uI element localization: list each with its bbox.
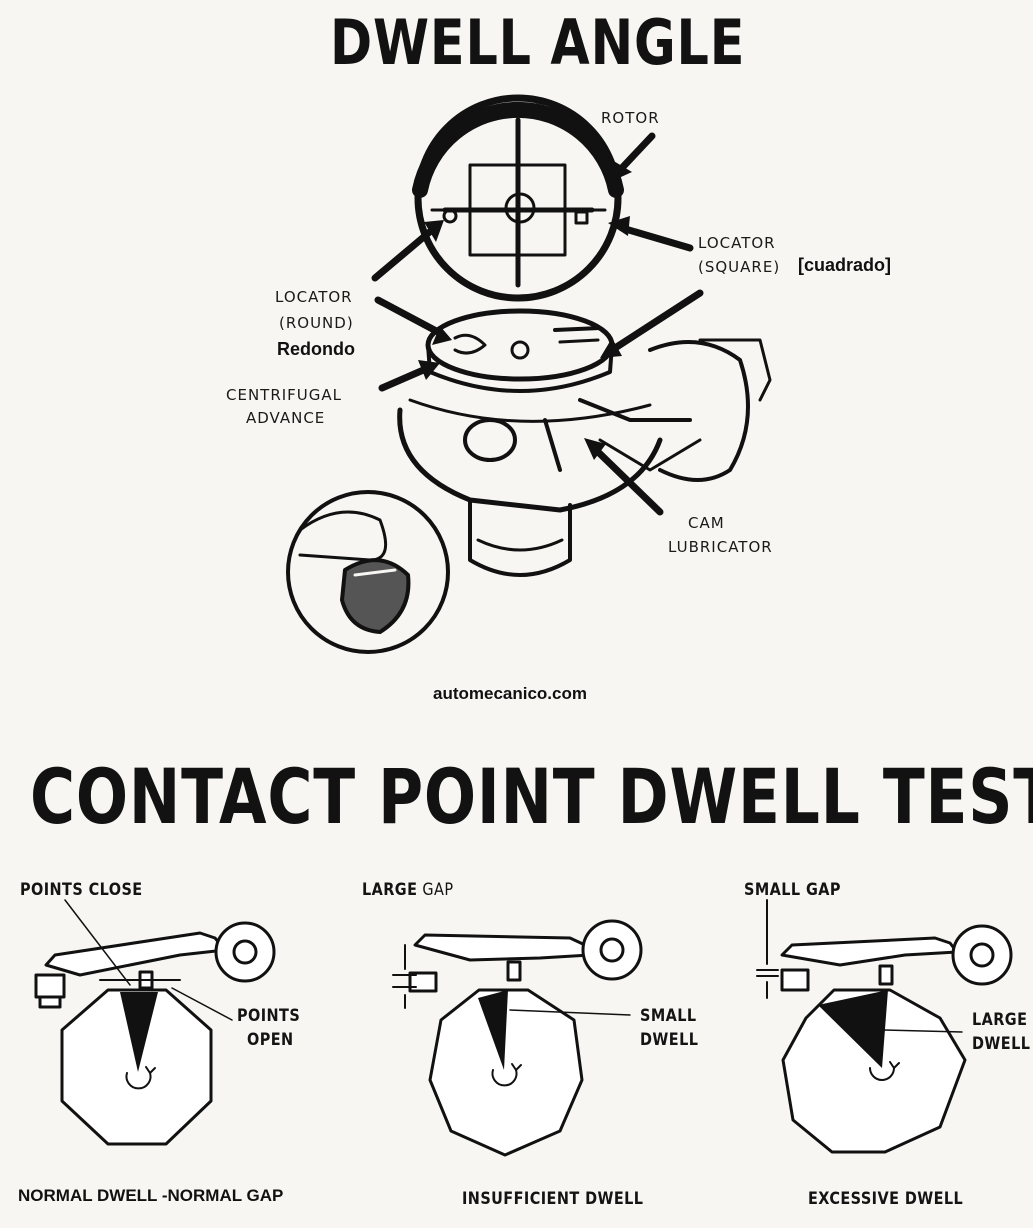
normal-dwell-caption: NORMAL DWELL -NORMAL GAP (18, 1186, 283, 1206)
small-dwell-sub-label: DWELL (640, 1030, 698, 1050)
points-close-label: POINTS CLOSE (20, 880, 143, 900)
points-open-label: POINTS (237, 1006, 300, 1026)
large-gap-rest: GAP (417, 880, 453, 900)
large-dwell-label: LARGE (972, 1010, 1027, 1030)
large-gap-label: LARGE GAP (362, 880, 453, 900)
large-gap-bold: LARGE (362, 880, 417, 900)
small-dwell-label: SMALL (640, 1006, 697, 1026)
insufficient-dwell-caption: INSUFFICIENT DWELL (462, 1189, 643, 1209)
large-dwell-sub-label: DWELL (972, 1034, 1030, 1054)
insufficient-dwell-diagram (393, 921, 641, 1155)
small-gap-label: SMALL GAP (744, 880, 841, 900)
points-open-sub-label: OPEN (247, 1030, 294, 1050)
excessive-dwell-caption: EXCESSIVE DWELL (808, 1189, 963, 1209)
